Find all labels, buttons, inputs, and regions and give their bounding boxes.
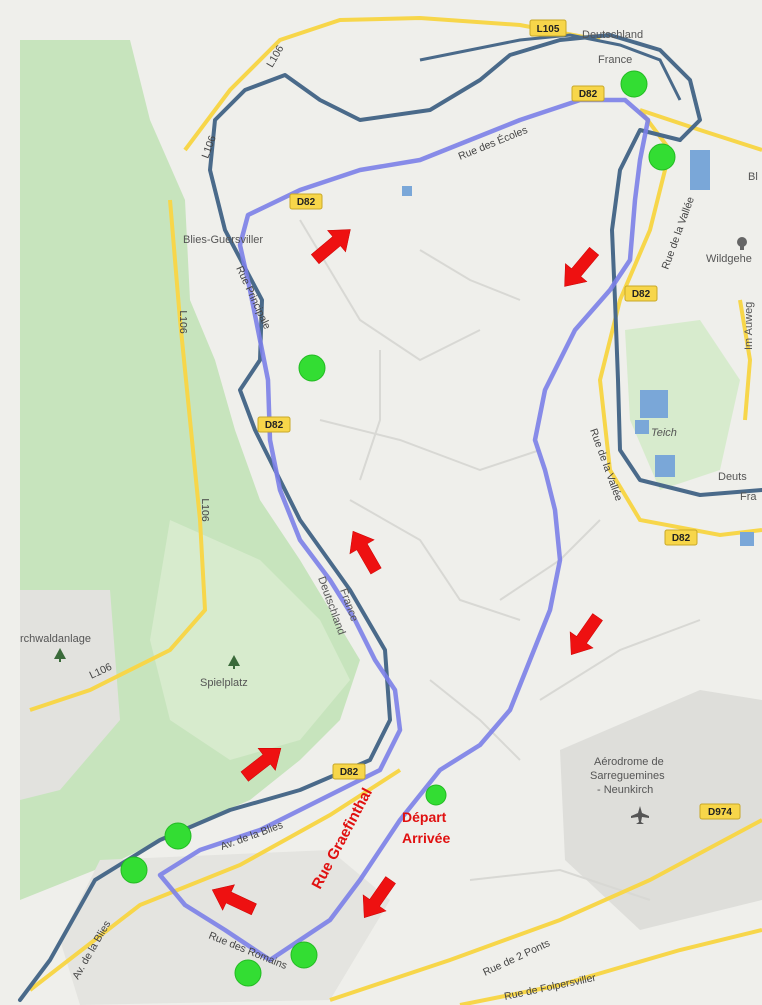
label-bl: Bl (748, 171, 758, 183)
park-area-center (150, 520, 350, 760)
label-deutschland-top: Deutschland (582, 29, 643, 41)
shield-d82-west: D82 (257, 416, 291, 433)
airplane-icon (631, 806, 649, 824)
label-im-auweg: Im Auweg (743, 302, 755, 350)
shield-d82-east: D82 (624, 285, 658, 302)
shield-d82-south: D82 (332, 763, 366, 780)
checkpoint-france-bridge[interactable] (620, 70, 648, 98)
label-aerodrome-2: Sarreguemines (590, 770, 665, 782)
tree-icon (228, 655, 240, 669)
local-streets (299, 219, 701, 901)
label-blies-guersviller: Blies-Guersviller (183, 234, 263, 246)
landmark-icon (737, 237, 747, 250)
svg-text:D82: D82 (340, 767, 359, 778)
shield-d974: D974 (699, 803, 741, 820)
ponds (402, 150, 754, 546)
shield-l106-fourth: L106 (199, 498, 211, 522)
checkpoint-av-blies[interactable] (164, 822, 192, 850)
svg-text:D974: D974 (708, 807, 732, 818)
finish-label: Arrivée (402, 830, 450, 846)
label-schwaldanlage: rchwaldanlage (20, 633, 91, 645)
checkpoint-northeast[interactable] (648, 143, 676, 171)
road-shields: L105 L106 L106 L106 L106 L106 D82 D82 D8… (88, 19, 741, 820)
checkpoint-south[interactable] (234, 959, 262, 987)
label-deuts: Deuts (718, 471, 747, 483)
svg-text:L105: L105 (537, 24, 560, 35)
park-area-east (625, 320, 740, 490)
aerodrome-area (560, 690, 762, 930)
tree-icon (54, 648, 66, 662)
label-aerodrome-1: Aérodrome de (594, 756, 664, 768)
svg-text:D82: D82 (265, 420, 284, 431)
label-france-top: France (598, 54, 632, 66)
checkpoint-rue-romains[interactable] (290, 941, 318, 969)
label-spielplatz: Spielplatz (200, 677, 248, 689)
svg-text:D82: D82 (632, 289, 651, 300)
start-label: Départ (402, 809, 447, 825)
label-teich: Teich (651, 427, 677, 439)
shield-l106-third: L106 (177, 310, 189, 334)
svg-text:L106: L106 (177, 310, 189, 334)
shield-d82-top: D82 (571, 85, 605, 102)
checkpoint-rue-principale[interactable] (298, 354, 326, 382)
checkpoint-start-finish[interactable] (425, 784, 447, 806)
route-loop (157, 97, 651, 963)
shield-l105: L105 (529, 19, 567, 37)
checkpoints (120, 70, 676, 987)
label-fra: Fra (740, 491, 757, 503)
label-wildgeh: Wildgehe (706, 253, 752, 265)
svg-text:D82: D82 (672, 533, 691, 544)
checkpoint-west[interactable] (120, 856, 148, 884)
svg-text:D82: D82 (297, 197, 316, 208)
svg-text:L106: L106 (199, 498, 211, 522)
svg-text:D82: D82 (579, 89, 598, 100)
river-channel-north (419, 33, 682, 101)
label-aerodrome-3: - Neunkirch (597, 784, 653, 796)
shield-d82-southeast: D82 (664, 529, 698, 546)
shield-d82-northwest: D82 (289, 193, 323, 210)
